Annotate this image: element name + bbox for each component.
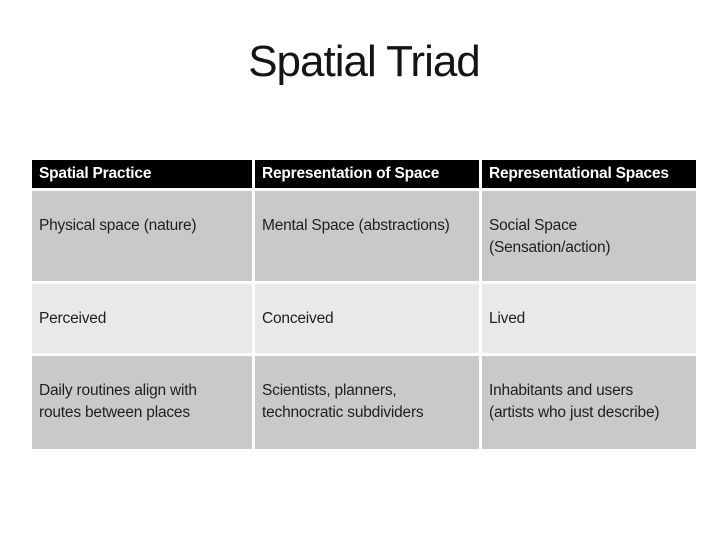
table-cell-conceived: Conceived xyxy=(255,284,479,353)
table-cell-physical-space: Physical space (nature) xyxy=(32,191,252,281)
table-cell-perceived: Perceived xyxy=(32,284,252,353)
table-cell-social-space: Social Space (Sensation/action) xyxy=(482,191,696,281)
header-cell-spatial-practice: Spatial Practice xyxy=(32,160,252,188)
spatial-triad-table: Spatial Practice Representation of Space… xyxy=(32,160,696,449)
header-cell-representation-of-space: Representation of Space xyxy=(255,160,479,188)
table-cell-inhabitants-users: Inhabitants and users (artists who just … xyxy=(482,356,696,449)
table-cell-daily-routines: Daily routines align with routes between… xyxy=(32,356,252,449)
table-cell-lived: Lived xyxy=(482,284,696,353)
table-cell-scientists-planners: Scientists, planners, technocratic subdi… xyxy=(255,356,479,449)
header-cell-representational-spaces: Representational Spaces xyxy=(482,160,696,188)
slide-title: Spatial Triad xyxy=(248,37,481,86)
table-cell-mental-space: Mental Space (abstractions) xyxy=(255,191,479,281)
